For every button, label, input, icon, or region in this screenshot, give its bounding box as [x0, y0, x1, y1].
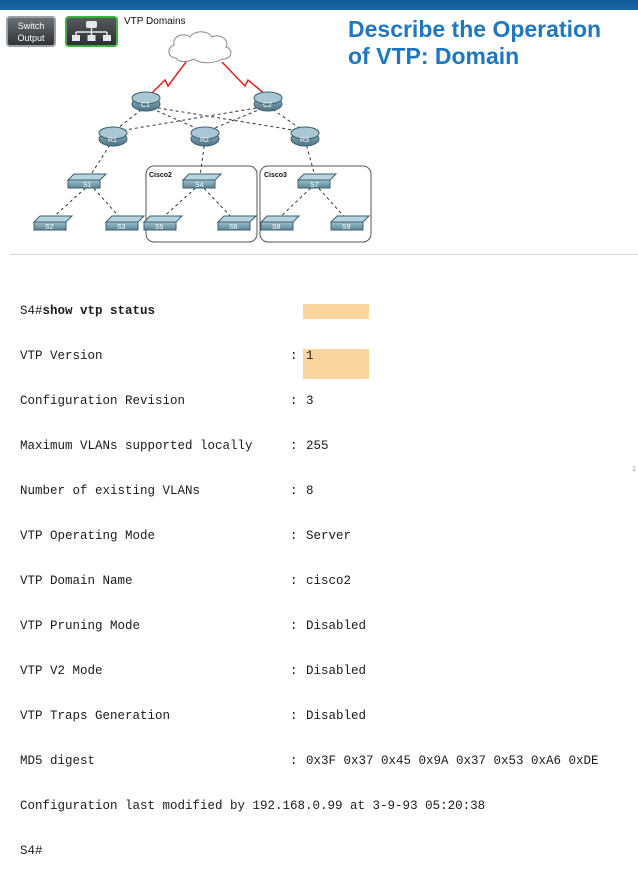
network-topology-icon — [72, 21, 111, 41]
terminal-row: Number of existing VLANs:8 — [20, 484, 314, 498]
router-icon: C1 — [131, 91, 161, 112]
vtp-domains-button[interactable] — [65, 16, 118, 47]
terminal-row: VTP Domain Name:cisco2 — [20, 574, 352, 588]
terminal-row: VTP V2 Mode:Disabled — [20, 664, 367, 678]
row-value: 0x3F 0x37 0x45 0x9A 0x37 0x53 0xA6 0xDE — [306, 754, 599, 768]
switch-icon: S8 — [259, 215, 301, 231]
router-icon: R3 — [290, 126, 320, 147]
row-key: VTP Operating Mode — [20, 529, 156, 543]
terminal-row: VTP Operating Mode:Server — [20, 529, 352, 543]
row-key: VTP V2 Mode — [20, 664, 103, 678]
topology-links — [49, 105, 348, 221]
router-label-c1: C1 — [141, 102, 150, 109]
switch-label-s1: S1 — [83, 182, 92, 189]
terminal-row: MD5 digest:0x3F 0x37 0x45 0x9A 0x37 0x53… — [20, 754, 599, 768]
highlight-configuration-revision — [303, 304, 369, 319]
row-key: VTP Version — [20, 349, 103, 363]
switch-label-s3: S3 — [117, 224, 126, 231]
terminal-command: show vtp status — [42, 304, 156, 318]
domain-label-cisco3: Cisco3 — [264, 172, 287, 179]
row-value: Disabled — [306, 619, 367, 633]
terminal-last-modified: Configuration last modified by 192.168.0… — [20, 799, 486, 813]
terminal-prompt: S4# — [20, 304, 43, 318]
router-label-c2: C2 — [263, 102, 272, 109]
switch-label-s6: S6 — [229, 224, 238, 231]
terminal-row: Configuration Revision:3 — [20, 394, 314, 408]
switch-label-s7: S7 — [310, 182, 319, 189]
switch-label-s2: S2 — [45, 224, 54, 231]
slide-title-line2: of VTP: Domain — [348, 43, 520, 69]
switch-label-s9: S9 — [342, 224, 351, 231]
row-key: VTP Pruning Mode — [20, 619, 141, 633]
lightning-link-icon — [149, 61, 267, 96]
router-label-r1: R1 — [108, 137, 117, 144]
domain-label-cisco2: Cisco2 — [149, 172, 172, 179]
terminal-row: Maximum VLANs supported locally:255 — [20, 439, 329, 453]
terminal-lines: S4#show vtp status VTP Version:1 Configu… — [20, 274, 599, 874]
switch-icon: S3 — [104, 215, 146, 231]
row-value: Disabled — [306, 664, 367, 678]
router-icon: R2 — [190, 126, 220, 147]
terminal-final-prompt: S4# — [20, 844, 43, 858]
router-label-r2: R2 — [200, 137, 209, 144]
terminal-command-line: S4#show vtp status — [20, 304, 599, 319]
switch-label-s8: S8 — [272, 224, 281, 231]
row-key: Number of existing VLANs — [20, 484, 201, 498]
row-key: Maximum VLANs supported locally — [20, 439, 253, 453]
switch-icon: S4 — [181, 173, 223, 189]
row-key: MD5 digest — [20, 754, 96, 768]
highlight-operating-mode-domain — [303, 349, 369, 379]
vtp-topology-diagram: Cisco2 Cisco3 C1 C2 R1 R2 R3 — [32, 31, 372, 243]
slide-title-line1: Describe the Operation — [348, 16, 602, 42]
row-value: Server — [306, 529, 352, 543]
row-value: 3 — [306, 394, 314, 408]
domain-box-cisco2 — [145, 165, 258, 243]
router-icon: C2 — [253, 91, 283, 112]
cloud-icon — [168, 31, 232, 64]
row-value: 255 — [306, 439, 329, 453]
switch-output-label-line2: Output — [17, 33, 45, 43]
terminal-row: VTP Version:1 — [20, 349, 314, 363]
switch-label-s4: S4 — [195, 182, 204, 189]
top-accent-bar — [0, 0, 638, 10]
row-key: VTP Traps Generation — [20, 709, 171, 723]
switch-icon: S6 — [216, 215, 258, 231]
switch-output-label-line1: Switch — [17, 21, 45, 31]
row-key: VTP Domain Name — [20, 574, 133, 588]
row-key: Configuration Revision — [20, 394, 186, 408]
switch-label-s5: S5 — [155, 224, 164, 231]
switch-icon: S5 — [142, 215, 184, 231]
switch-icon: S7 — [296, 173, 338, 189]
switch-output-button[interactable]: Switch Output — [6, 16, 56, 47]
switch-icon: S2 — [32, 215, 74, 231]
row-value: 1 — [306, 349, 314, 363]
row-value: 8 — [306, 484, 314, 498]
row-value: Disabled — [306, 709, 367, 723]
terminal-row: VTP Pruning Mode:Disabled — [20, 619, 367, 633]
vtp-domains-label: VTP Domains — [124, 16, 186, 27]
router-label-r3: R3 — [300, 137, 309, 144]
router-icon: R1 — [98, 126, 128, 147]
switch-icon: S9 — [329, 215, 371, 231]
switch-icon: S1 — [66, 173, 108, 189]
row-value: cisco2 — [306, 574, 352, 588]
page-number: 1 — [632, 466, 636, 473]
terminal-row: VTP Traps Generation:Disabled — [20, 709, 367, 723]
slide-title: Describe the Operation of VTP: Domain — [348, 16, 633, 70]
domain-box-cisco3 — [259, 165, 372, 243]
